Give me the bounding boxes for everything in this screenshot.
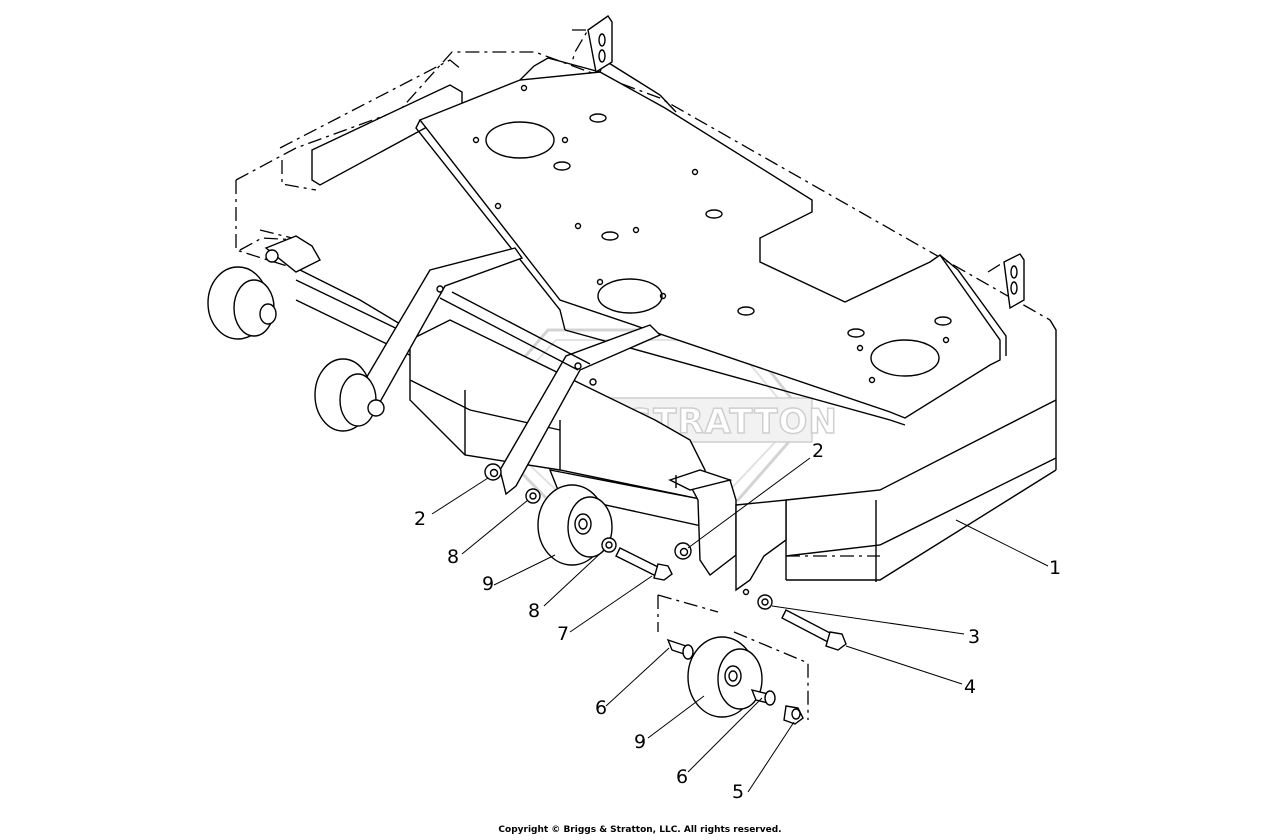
copyright-notice: Copyright © Briggs & Stratton, LLC. All … bbox=[498, 825, 782, 835]
callout-1: 1 bbox=[1049, 557, 1061, 579]
callout-8-lower: 8 bbox=[528, 600, 540, 622]
callout-labels: 1 2 2 3 4 5 6 6 7 8 8 9 9 bbox=[414, 440, 1061, 803]
callout-7: 7 bbox=[557, 623, 569, 645]
part-5-cap bbox=[783, 705, 804, 725]
deck-housing bbox=[235, 51, 1057, 582]
callout-5: 5 bbox=[732, 781, 744, 803]
part-8-washer-upper bbox=[525, 488, 541, 504]
callout-2-left: 2 bbox=[414, 508, 426, 530]
callout-6-lower: 6 bbox=[676, 766, 688, 788]
hitch-brackets bbox=[571, 15, 1025, 310]
callout-3: 3 bbox=[968, 626, 980, 648]
part-2-locknut-left bbox=[484, 463, 502, 481]
part-9-roller-upper bbox=[537, 484, 613, 566]
part-8-washer-lower bbox=[601, 537, 617, 553]
wheel-arm bbox=[364, 247, 787, 592]
callout-9-upper: 9 bbox=[482, 573, 494, 595]
top-plate bbox=[415, 57, 1007, 426]
part-9-roller-lower bbox=[687, 636, 763, 718]
part-3-washer bbox=[742, 588, 773, 610]
part-7-bolt bbox=[615, 547, 673, 581]
callout-6-upper: 6 bbox=[595, 697, 607, 719]
assembly-outline bbox=[657, 594, 809, 720]
leader-lines bbox=[431, 457, 1049, 793]
callout-9-lower: 9 bbox=[634, 731, 646, 753]
part-6-spacer-upper bbox=[666, 638, 694, 660]
part-2-locknut-right bbox=[674, 542, 692, 560]
part-6-spacer-lower bbox=[750, 688, 776, 706]
callout-4: 4 bbox=[964, 676, 976, 698]
callout-2-right: 2 bbox=[812, 440, 824, 462]
callout-8-upper: 8 bbox=[447, 546, 459, 568]
rear-caster-wheels bbox=[207, 235, 385, 432]
part-4-bolt bbox=[781, 609, 847, 651]
